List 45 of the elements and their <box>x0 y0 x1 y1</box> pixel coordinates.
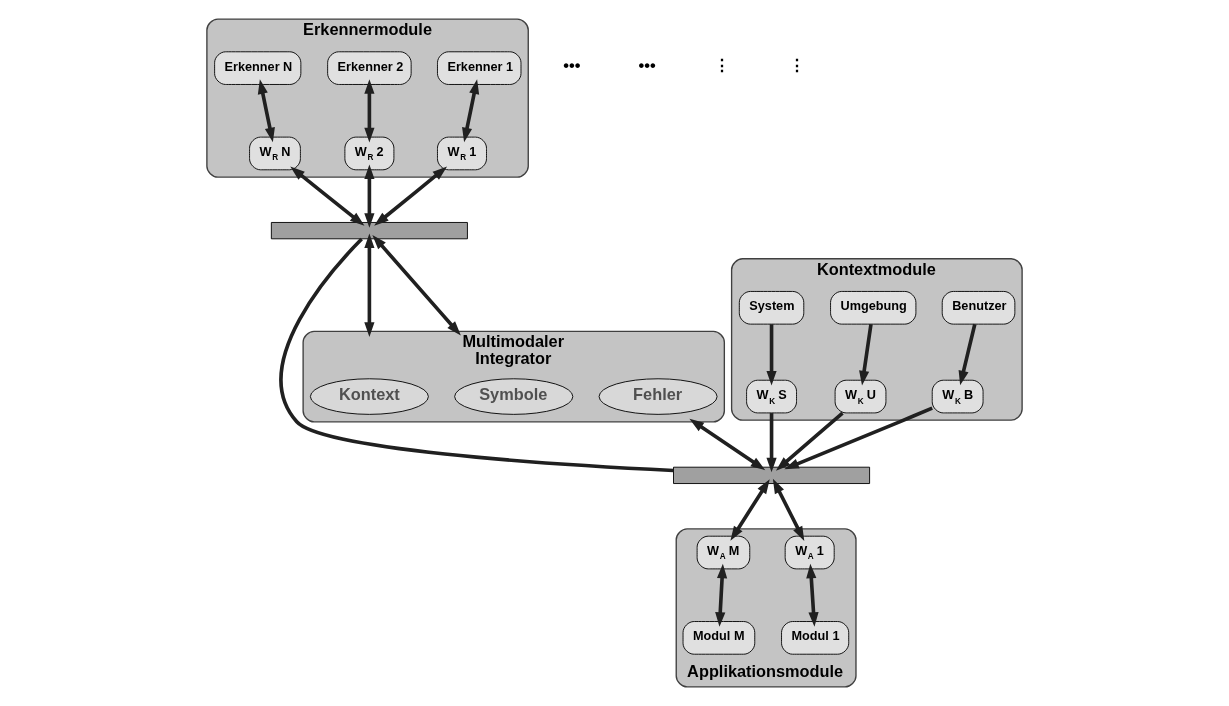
arrow <box>364 233 375 337</box>
label: ⋮ <box>713 56 730 75</box>
arrow <box>462 79 480 143</box>
node-bar <box>270 222 468 240</box>
node-box: W$_{K}$ S <box>746 379 797 414</box>
node-box: Benutzer <box>941 291 1016 325</box>
arrow <box>364 79 375 143</box>
node-box: Erkenner 2 <box>327 51 412 85</box>
arrow <box>806 563 819 627</box>
arrow <box>364 164 375 228</box>
node-ellipse: Symbole <box>454 378 574 415</box>
arrow <box>958 323 977 386</box>
node-box: Erkenner 1 <box>437 51 522 85</box>
arrow <box>257 79 275 143</box>
node-ellipse: Kontext <box>309 378 429 415</box>
node-box: W$_{R}$ 2 <box>344 136 395 171</box>
node-box: Erkenner N <box>214 51 302 85</box>
arrow <box>766 324 777 386</box>
node-box: W$_{K}$ U <box>834 379 887 414</box>
arrow <box>715 563 728 627</box>
arrow <box>290 166 365 226</box>
node-box: System <box>738 291 805 325</box>
node-box: W$_{K}$ B <box>931 379 984 414</box>
node-box: W$_{A}$ 1 <box>784 535 835 570</box>
arrow <box>372 234 461 336</box>
node-box: Umgebung <box>830 291 917 325</box>
arrow <box>374 166 448 226</box>
node-box: W$_{R}$ 1 <box>437 136 487 171</box>
connector <box>279 237 674 473</box>
arrow <box>772 478 805 541</box>
arrow <box>775 411 844 471</box>
node-box: Modul M <box>682 621 756 655</box>
label: ••• <box>638 56 656 75</box>
arrow <box>784 406 933 470</box>
arrow <box>766 413 777 473</box>
label: ⋮ <box>789 56 806 75</box>
node-ellipse: Fehler <box>598 378 718 415</box>
node-box: Modul 1 <box>781 621 850 655</box>
arrow <box>730 479 770 541</box>
arrow <box>689 418 766 471</box>
label: ••• <box>563 56 581 75</box>
arrow <box>859 324 873 386</box>
node-bar <box>673 466 871 484</box>
node-box: W$_{A}$ M <box>696 535 751 570</box>
node-box: W$_{R}$ N <box>249 136 301 171</box>
